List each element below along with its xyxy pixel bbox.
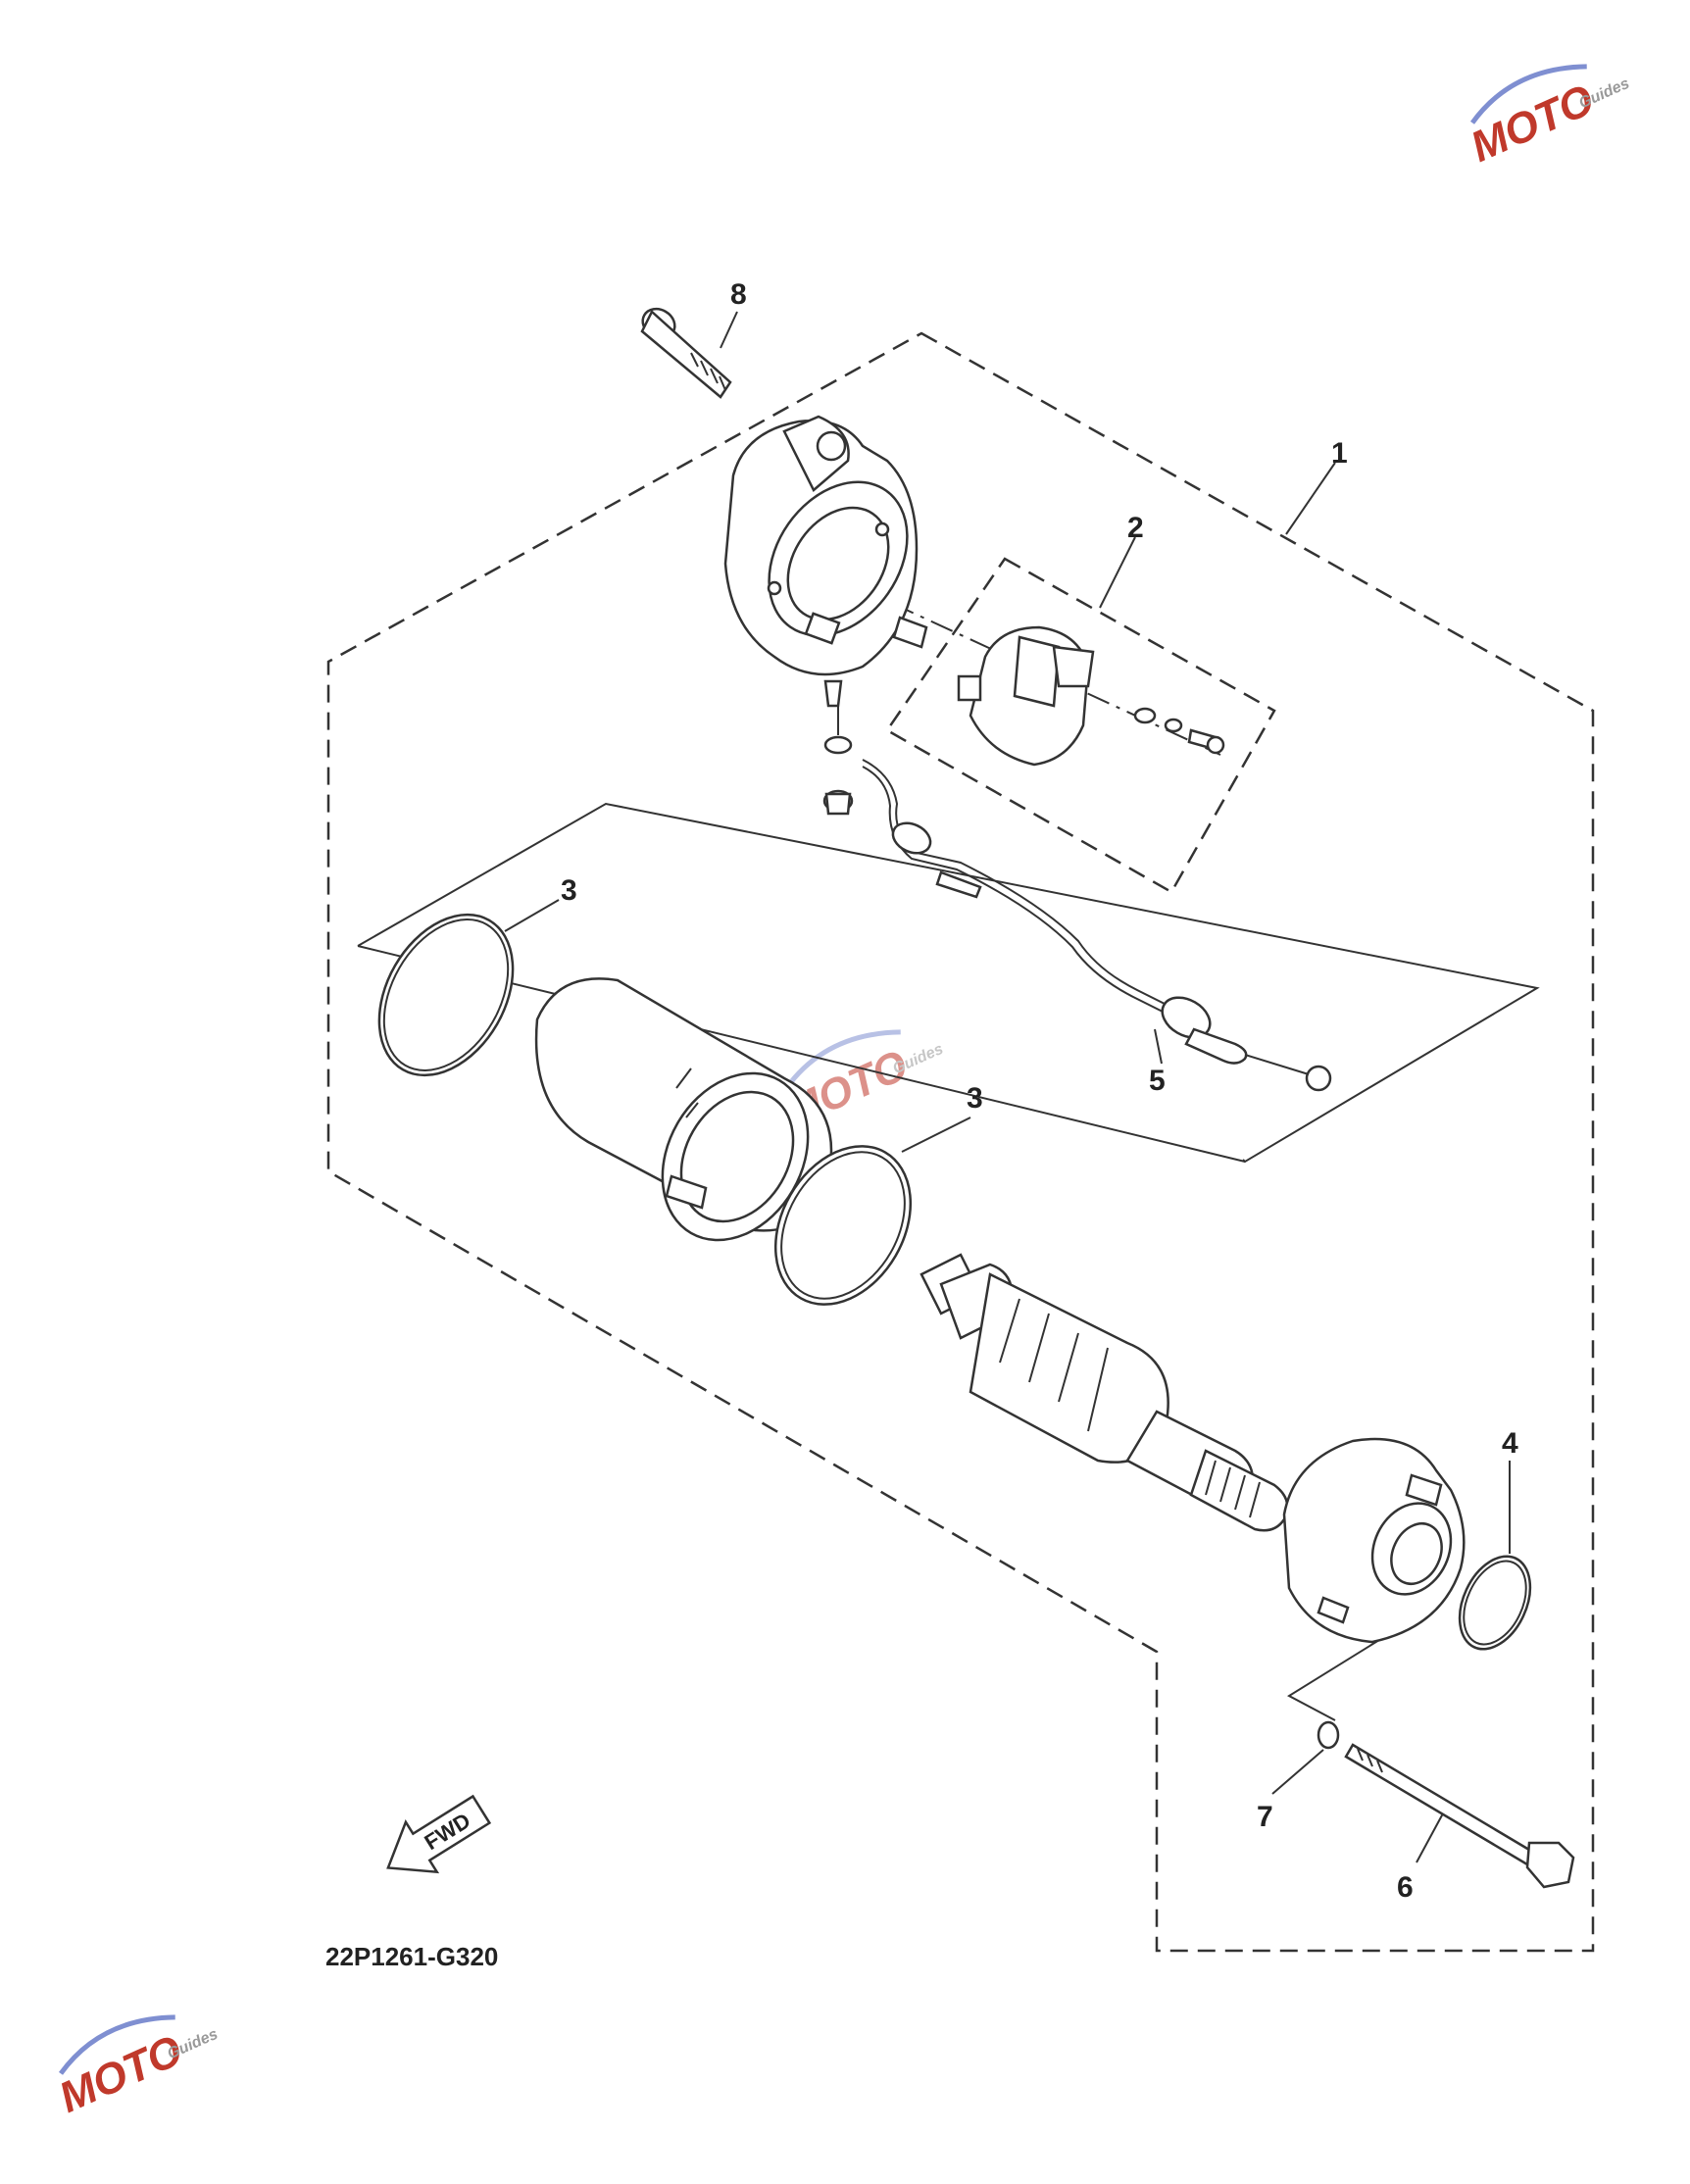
brush-holder [957,625,1225,767]
bolt-8 [640,307,732,399]
armature [920,1253,1289,1532]
svg-text:Guides: Guides [890,1041,946,1078]
o-ring-4-inner [1463,1560,1527,1646]
lead-wire [862,759,1332,1092]
leader-5 [1154,1028,1163,1065]
leader-3-left [504,899,560,932]
leader-1 [1285,462,1336,535]
assembly-outline-dashed [326,331,1595,1953]
callout-7: 7 [1257,1801,1273,1833]
o-ring-3-right-inner [780,1151,906,1300]
watermark-top-right: MOTO Guides [1464,64,1632,172]
callout-2: 2 [1127,512,1144,544]
rear-cover [723,415,928,708]
o-ring-3-left-inner [382,918,510,1071]
callout-4: 4 [1502,1427,1518,1460]
yoke-housing [534,977,833,1242]
callout-8: 8 [730,278,747,311]
callout-3-left: 3 [561,874,577,907]
fwd-arrow-icon: FWD [386,1794,492,1874]
diagram-code: 22P1261-G320 [325,1942,498,1971]
leader-6 [1416,1812,1444,1863]
svg-text:Guides: Guides [165,2026,221,2063]
leader-2 [1099,536,1136,609]
leader-7 [1271,1749,1324,1795]
watermark-bottom-left: MOTO Guides [52,2014,221,2122]
o-ring-3-left [377,913,515,1077]
svg-text:Guides: Guides [1576,75,1632,113]
callout-3-right: 3 [967,1082,983,1115]
through-bolt-6 [1344,1743,1575,1889]
svg-text:MOTO: MOTO [1464,75,1601,172]
leader-8 [720,311,738,349]
leader-3-right [901,1117,971,1153]
callout-5: 5 [1149,1065,1166,1097]
yoke-outline [357,802,1540,1164]
callout-6: 6 [1397,1871,1414,1904]
o-ring-3-right [773,1145,913,1306]
svg-text:MOTO: MOTO [52,2026,189,2122]
brush-holder-outline-dashed [885,557,1276,894]
o-ring-7 [1317,1720,1340,1750]
terminal-hardware [822,706,854,816]
callout-1: 1 [1331,437,1348,470]
front-cover [1282,1437,1466,1644]
bolt-group-outline [1286,1631,1393,1721]
